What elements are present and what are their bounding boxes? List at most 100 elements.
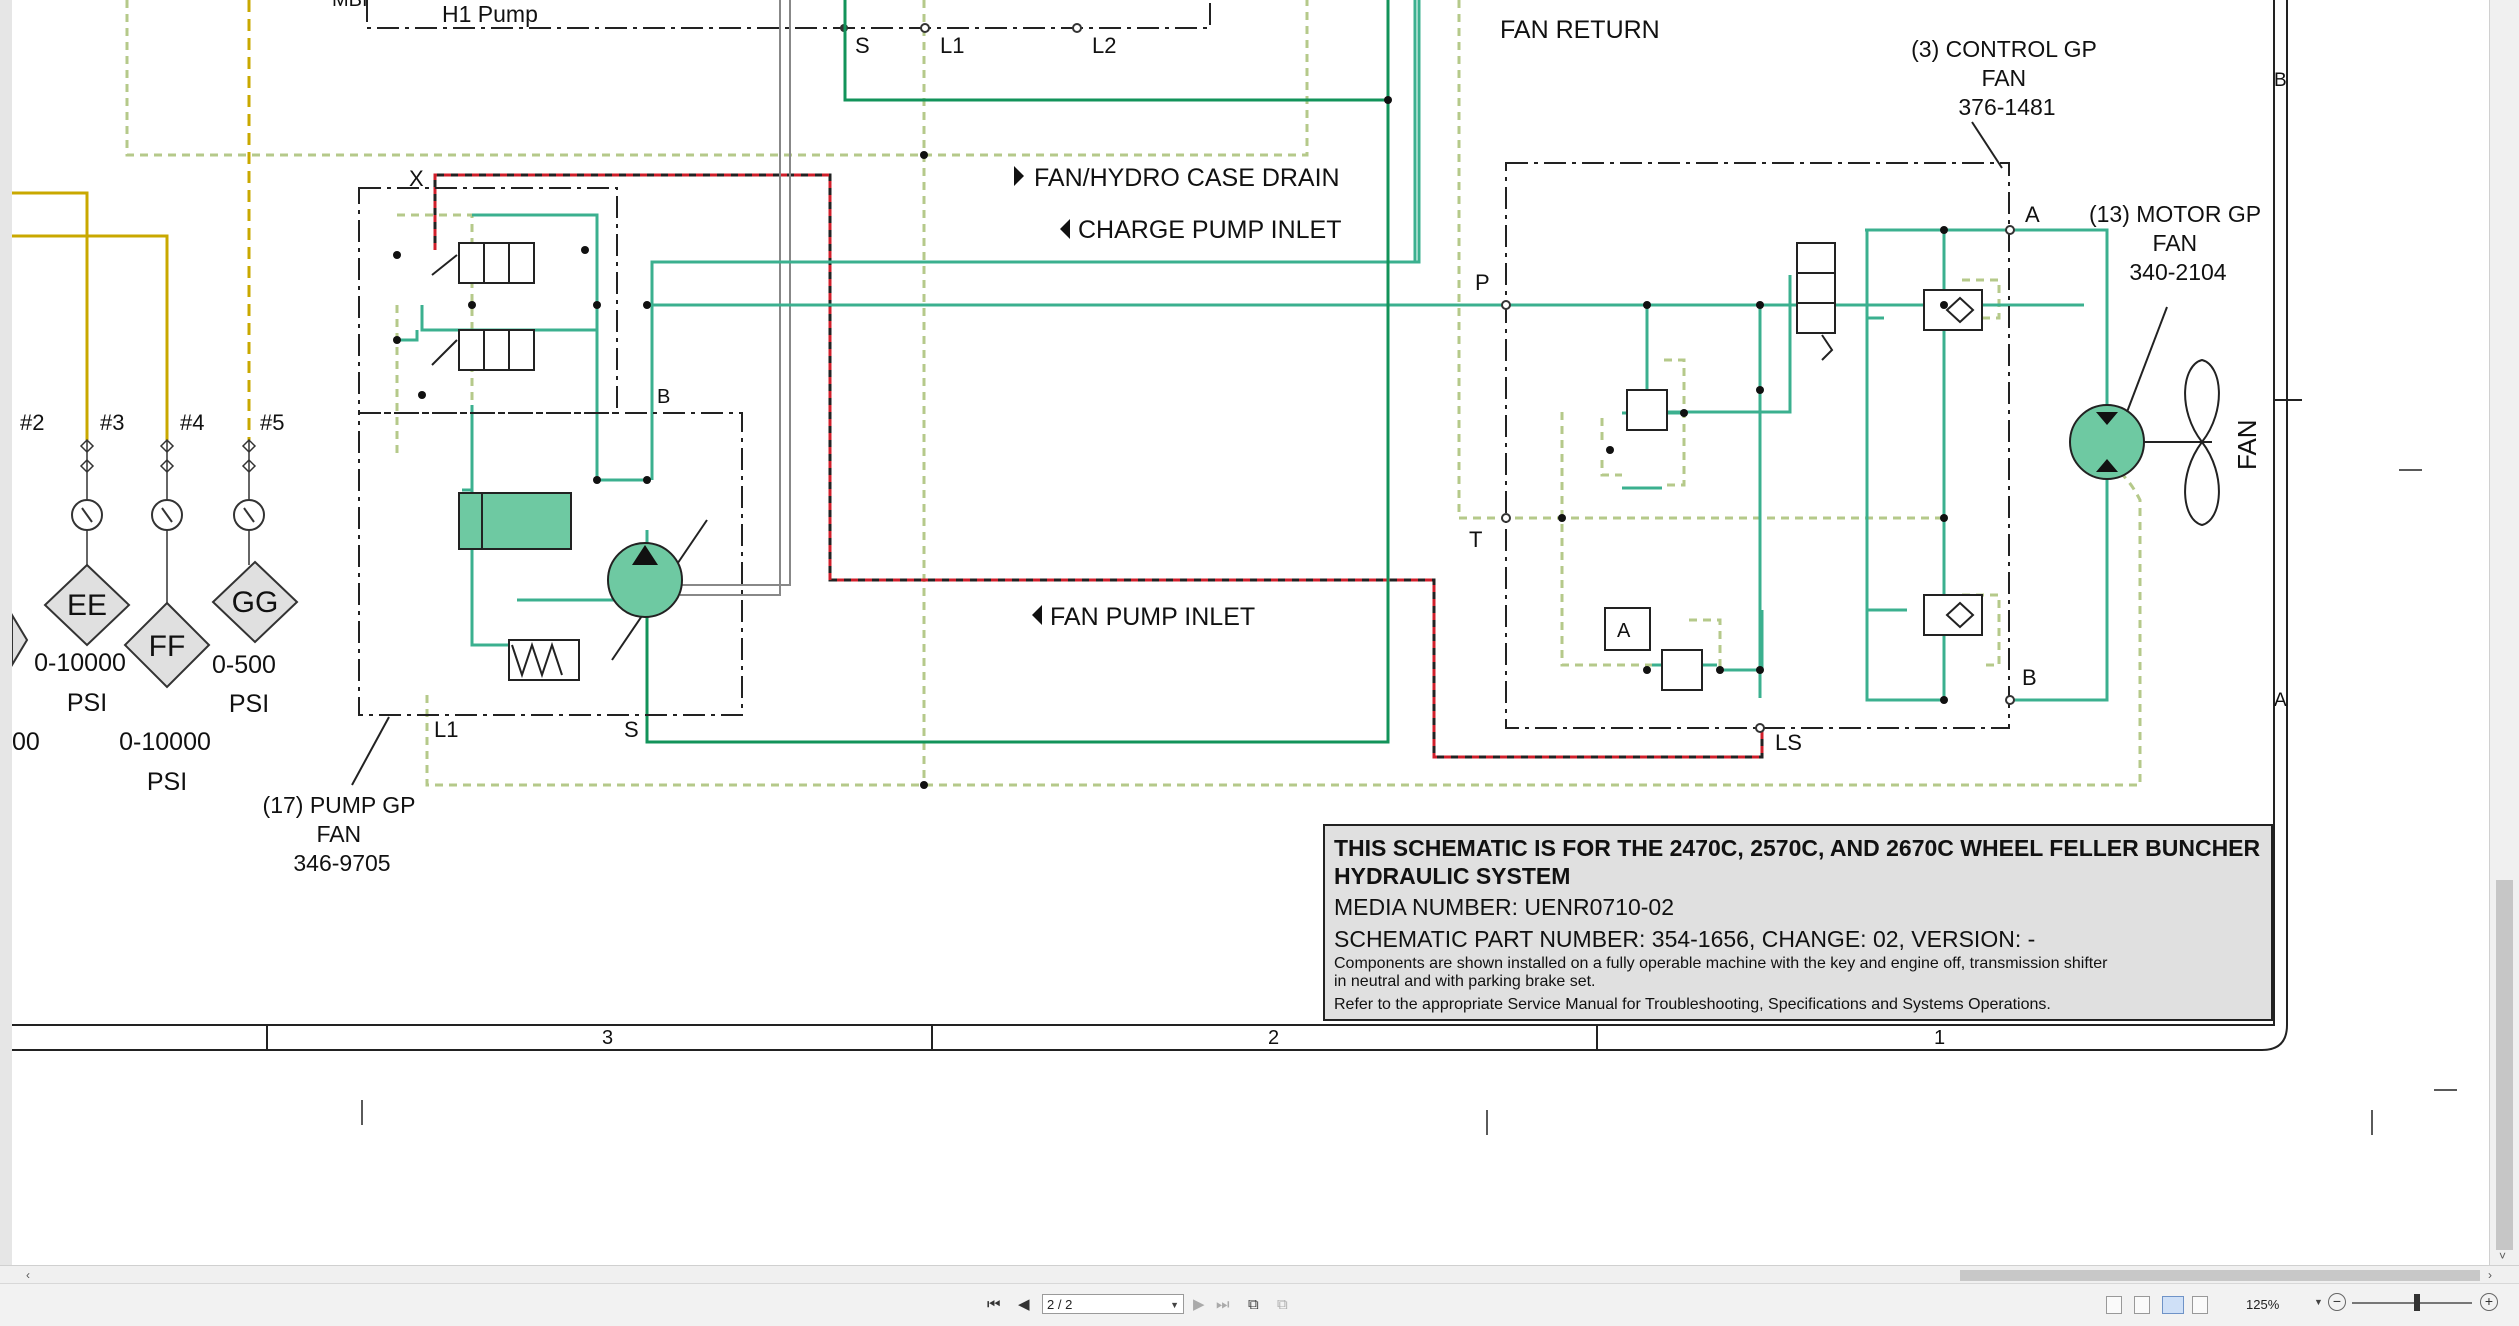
label-t: T bbox=[1469, 527, 1482, 552]
info-box bbox=[1323, 824, 2273, 1021]
pump-gp-line3: 346-9705 bbox=[293, 850, 390, 876]
servo-cylinder bbox=[458, 492, 572, 550]
first-page-icon[interactable]: ⏮ bbox=[987, 1296, 1001, 1313]
page-number-field[interactable]: 2 / 2 ▼ bbox=[1042, 1294, 1184, 1314]
zoom-level[interactable]: 125% bbox=[2246, 1297, 2280, 1312]
column-label-1: 1 bbox=[1934, 1027, 1945, 1049]
pump-case-line bbox=[680, 0, 791, 596]
label-fan-return: FAN RETURN bbox=[1500, 16, 1660, 44]
gauge-range-gg: 0-500 bbox=[212, 651, 276, 679]
control-gp-label: (3) CONTROL GP FAN 376-1481 bbox=[1911, 36, 2103, 120]
horizontal-scroll-thumb[interactable] bbox=[1960, 1270, 2480, 1281]
label-h1-pump: H1 Pump bbox=[442, 1, 538, 27]
label-fan: FAN bbox=[2232, 419, 2262, 470]
info-note-3: Refer to the appropriate Service Manual … bbox=[1334, 996, 2051, 1013]
zoom-dropdown-icon[interactable]: ▼ bbox=[2314, 1297, 2323, 1307]
last-page-icon[interactable]: ⏭ bbox=[1216, 1296, 1230, 1313]
zoom-out-button[interactable]: − bbox=[2328, 1293, 2346, 1311]
gauge-range-ff: 0-10000 bbox=[119, 728, 211, 756]
previous-page-icon[interactable]: ◀ bbox=[1018, 1296, 1030, 1313]
label-l2-top: L2 bbox=[1092, 33, 1116, 58]
horizontal-scrollbar[interactable]: ‹ › bbox=[0, 1265, 2519, 1284]
pump-gp-label: (17) PUMP GP FAN 346-9705 bbox=[263, 792, 422, 876]
column-label-2: 2 bbox=[1268, 1027, 1279, 1049]
motor-gp-label: (13) MOTOR GP FAN 340-2104 bbox=[2089, 201, 2267, 285]
pump-gp-line1: (17) PUMP GP bbox=[263, 792, 416, 818]
pump-outlet-line bbox=[645, 0, 1390, 744]
label-b-pump: B bbox=[657, 386, 670, 408]
gauge-id-gg: GG bbox=[232, 586, 279, 619]
gauge-tag-5: #5 bbox=[260, 410, 284, 435]
junction-dots bbox=[393, 96, 1948, 789]
gauge-id-ff: FF bbox=[149, 630, 186, 663]
label-charge-pump-inlet: CHARGE PUMP INLET bbox=[1078, 216, 1341, 244]
vertical-scroll-thumb[interactable] bbox=[2496, 880, 2513, 1250]
info-part-number: SCHEMATIC PART NUMBER: 354-1656, CHANGE:… bbox=[1334, 926, 2035, 952]
next-page-icon[interactable]: ▶ bbox=[1193, 1296, 1205, 1313]
gauge-range-ee: 0-10000 bbox=[34, 649, 126, 677]
label-l1-pump: L1 bbox=[434, 717, 458, 742]
hydraulic-schematic: 3 2 1 B A MBI H1 Pump S L1 bbox=[12, 0, 2457, 1135]
gauge-connectors bbox=[79, 438, 257, 605]
motor-gp-line3: 340-2104 bbox=[2129, 259, 2226, 285]
label-fan-pump-inlet: FAN PUMP INLET bbox=[1050, 603, 1255, 631]
info-note-2: in neutral and with parking brake set. bbox=[1334, 973, 1595, 990]
zoom-slider-thumb[interactable] bbox=[2414, 1294, 2420, 1311]
pump-gp-line2: FAN bbox=[316, 821, 361, 847]
scroll-down-icon[interactable]: ˅ bbox=[2499, 1249, 2507, 1263]
control-gp-box bbox=[1505, 162, 2010, 729]
zoom-in-button[interactable]: + bbox=[2480, 1293, 2498, 1311]
gauge-tag-4: #4 bbox=[180, 410, 204, 435]
page-indicator: 2 / 2 bbox=[1047, 1297, 1073, 1312]
zoom-slider-track[interactable] bbox=[2352, 1302, 2472, 1304]
label-p: P bbox=[1475, 270, 1490, 295]
case-drain-line bbox=[433, 173, 1764, 759]
servo-spring bbox=[508, 639, 580, 681]
column-label-3: 3 bbox=[602, 1027, 613, 1049]
drawing-frame bbox=[12, 0, 2457, 1135]
gauge-unit-ee: PSI bbox=[67, 689, 107, 717]
pump-gp-box bbox=[358, 412, 743, 716]
gauge-diamonds bbox=[12, 560, 299, 689]
gauge-tag-3: #3 bbox=[100, 410, 124, 435]
border-label-a: A bbox=[2274, 690, 2287, 711]
control-gp-line1: (3) CONTROL GP bbox=[1911, 36, 2096, 62]
label-mbi: MBI bbox=[332, 0, 368, 11]
copy-view-icon[interactable]: ⧉ bbox=[1277, 1296, 1288, 1313]
continuous-facing-view-icon[interactable] bbox=[2192, 1296, 2208, 1314]
fan-blades-icon bbox=[2144, 358, 2220, 527]
facing-view-icon[interactable] bbox=[2162, 1296, 2184, 1314]
control-gp-line3: 376-1481 bbox=[1958, 94, 2055, 120]
label-x: X bbox=[409, 166, 424, 191]
gauge-tag-2: #2 bbox=[20, 410, 44, 435]
scroll-left-icon[interactable]: ‹ bbox=[26, 1268, 30, 1282]
drain-lines bbox=[125, 0, 2142, 787]
scroll-right-icon[interactable]: › bbox=[2488, 1268, 2492, 1282]
gauge-unit-gg: PSI bbox=[229, 690, 269, 718]
info-title-line1: THIS SCHEMATIC IS FOR THE 2470C, 2570C, … bbox=[1334, 835, 2261, 861]
single-page-view-icon[interactable] bbox=[2106, 1296, 2122, 1314]
border-label-b: B bbox=[2274, 70, 2287, 91]
gauge-range-partial: 00 bbox=[12, 728, 40, 756]
page-dropdown-icon[interactable]: ▼ bbox=[1170, 1300, 1179, 1310]
document-viewport[interactable]: 3 2 1 B A MBI H1 Pump S L1 bbox=[0, 0, 2490, 1265]
continuous-view-icon[interactable] bbox=[2134, 1296, 2150, 1314]
gauge-id-ee: EE bbox=[67, 589, 107, 622]
gauge-dials bbox=[71, 499, 265, 531]
vertical-scrollbar[interactable]: ˅ bbox=[2489, 0, 2519, 1265]
label-l1-top: L1 bbox=[940, 33, 964, 58]
viewer-status-bar: ⏮ ◀ 2 / 2 ▼ ▶ ⏭ ⧉ ⧉ 125% ▼ − + bbox=[0, 1283, 2519, 1326]
h1-pump-block bbox=[366, 0, 1211, 29]
label-fan-hydro-case-drain: FAN/HYDRO CASE DRAIN bbox=[1034, 164, 1340, 192]
label-a-box: A bbox=[1617, 620, 1631, 642]
label-s-pump: S bbox=[624, 717, 639, 742]
label-ls: LS bbox=[1775, 730, 1802, 755]
directional-valves bbox=[431, 242, 1983, 691]
info-media-number: MEDIA NUMBER: UENR0710-02 bbox=[1334, 894, 1674, 920]
gauge-unit-ff: PSI bbox=[147, 768, 187, 796]
rotate-view-icon[interactable]: ⧉ bbox=[1248, 1296, 1259, 1313]
pilot-lines bbox=[12, 0, 251, 440]
motor-gp-line2: FAN bbox=[2152, 230, 2197, 256]
info-note-1: Components are shown installed on a full… bbox=[1334, 955, 2108, 972]
info-title-line2: HYDRAULIC SYSTEM bbox=[1334, 863, 1570, 889]
